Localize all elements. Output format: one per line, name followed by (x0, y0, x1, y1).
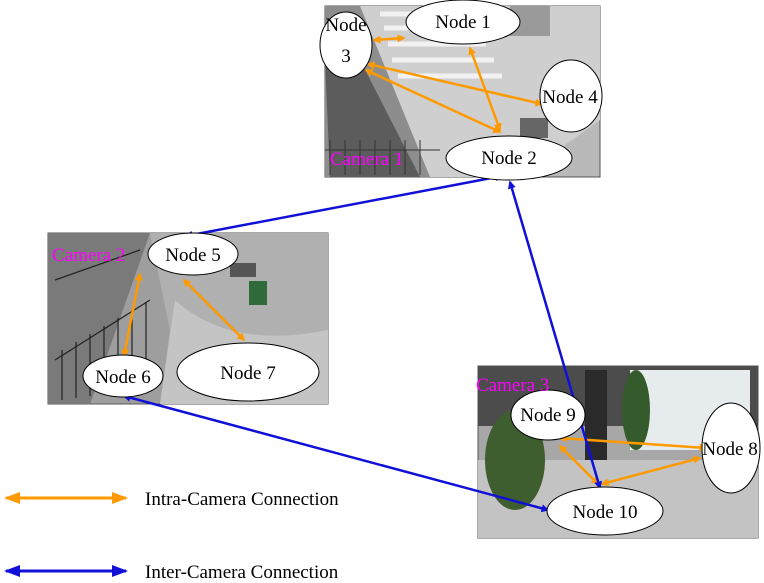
edge-n5-n2 (184, 173, 504, 239)
node-3-label-line2: 3 (341, 46, 351, 67)
node-4-label: Node 4 (542, 87, 598, 108)
edge-n10-n8 (600, 455, 702, 487)
node-3: Node 3 (319, 11, 373, 79)
legend-inter-label: Inter-Camera Connection (145, 562, 339, 583)
legend-intra-label: Intra-Camera Connection (145, 489, 339, 510)
legend: Intra-Camera Connection Inter-Camera Con… (4, 489, 339, 583)
node-1-label: Node 1 (435, 12, 490, 33)
node-9: Node 9 (510, 389, 586, 441)
edge-n2-n10 (507, 180, 603, 490)
node-2-label: Node 2 (481, 148, 536, 169)
edge-n5-n7 (182, 278, 246, 342)
edge-n1-n2 (468, 46, 502, 132)
legend-inter: Inter-Camera Connection (4, 562, 339, 583)
node-9-label: Node 9 (520, 405, 575, 426)
node-2: Node 2 (445, 135, 573, 181)
node-5-label: Node 5 (165, 245, 220, 266)
node-1: Node 1 (405, 0, 521, 45)
node-8: Node 8 (701, 402, 761, 494)
node-10: Node 10 (546, 486, 664, 536)
node-3-label-line1: Node (325, 15, 366, 36)
node-7-label: Node 7 (220, 363, 275, 384)
edge-n3-n1 (372, 34, 406, 44)
node-5: Node 5 (147, 232, 239, 276)
node-4: Node 4 (539, 59, 603, 133)
edge-n5-n6 (121, 272, 143, 358)
inter-camera-connections (122, 173, 603, 513)
edge-n6-n10 (122, 393, 550, 513)
node-6: Node 6 (82, 354, 164, 398)
camera-2-label: Camera 2 (52, 245, 125, 266)
nodes: Node 1 Node 3 Node 4 Node 2 Node 5 Node … (82, 0, 761, 536)
legend-intra: Intra-Camera Connection (4, 489, 339, 510)
node-7: Node 7 (176, 342, 320, 402)
node-10-label: Node 10 (573, 502, 638, 523)
camera-3-label: Camera 3 (476, 375, 549, 396)
camera-1-label: Camera 1 (330, 149, 403, 170)
intra-camera-connections (121, 34, 708, 487)
node-8-label: Node 8 (702, 439, 757, 460)
node-6-label: Node 6 (95, 367, 150, 388)
